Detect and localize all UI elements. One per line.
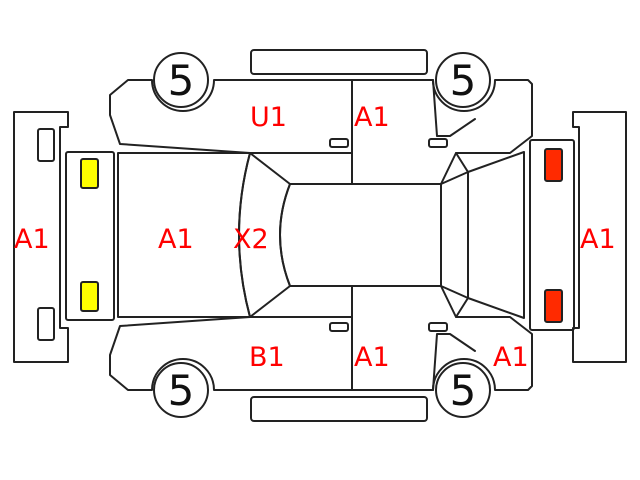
wheel-grade-number: 5 [168, 366, 195, 415]
roof-panel [279, 183, 442, 287]
front-fascia [65, 151, 115, 321]
wheel-grade-number: 5 [168, 56, 195, 105]
wheel-grade-number: 5 [450, 366, 477, 415]
front-bumper [13, 111, 69, 363]
rear-left-lamp [544, 148, 563, 182]
label-rear-left-door: A1 [354, 102, 390, 133]
label-front-left-door: U1 [250, 102, 287, 133]
rear-right-lamp [544, 289, 563, 323]
wheel-front-left: 5 [153, 52, 209, 108]
front-left-lamp [80, 158, 99, 189]
front-right-lamp [80, 281, 99, 312]
wheel-front-right: 5 [153, 362, 209, 418]
right-side-sill [250, 396, 428, 422]
wheel-rear-right: 5 [435, 362, 491, 418]
label-rear-right-door: A1 [354, 342, 390, 373]
wheel-grade-number: 5 [450, 56, 477, 105]
left-body-side [109, 79, 533, 185]
label-rear-right-fender: A1 [493, 342, 529, 373]
label-rear-bumper: A1 [580, 224, 616, 255]
wheel-rear-left: 5 [435, 52, 491, 108]
label-windshield: X2 [233, 224, 269, 255]
left-side-sill [250, 49, 428, 75]
label-front-right-door: B1 [249, 342, 285, 373]
label-hood: A1 [158, 224, 194, 255]
label-front-bumper: A1 [14, 224, 50, 255]
rear-fascia [529, 139, 575, 331]
right-body-side [109, 285, 533, 391]
rear-window-panel [440, 171, 469, 299]
rear-deck-panel [467, 151, 525, 319]
